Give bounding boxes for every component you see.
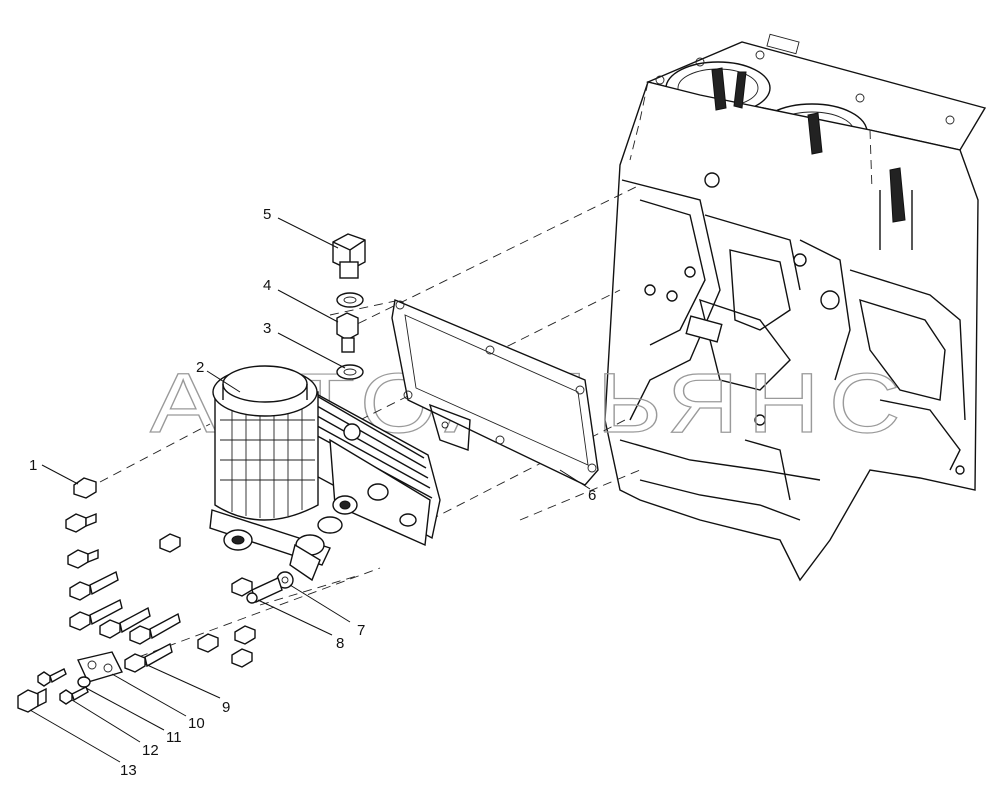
banjo-fittings xyxy=(246,571,294,604)
callout-labels: 1 2 3 4 5 6 7 8 9 10 11 12 13 xyxy=(29,206,596,779)
assembly-guide-lines xyxy=(99,184,641,663)
callout-10: 10 xyxy=(188,715,205,732)
oil-filter-housing xyxy=(209,365,441,582)
callout-6: 6 xyxy=(588,487,596,504)
callout-5: 5 xyxy=(263,206,271,223)
callout-7: 7 xyxy=(357,622,365,639)
callout-13: 13 xyxy=(120,762,137,779)
callout-12: 12 xyxy=(142,742,159,759)
callout-4: 4 xyxy=(263,277,271,294)
callout-8: 8 xyxy=(336,635,344,652)
callout-2: 2 xyxy=(196,359,204,376)
callout-1: 1 xyxy=(29,457,37,474)
callout-11: 11 xyxy=(166,729,182,746)
callout-3: 3 xyxy=(263,320,271,337)
bolt-set xyxy=(17,477,256,713)
engine-block xyxy=(604,33,987,582)
gasket xyxy=(391,299,599,486)
callout-9: 9 xyxy=(222,699,230,716)
leader-lines xyxy=(29,217,591,763)
drain-plug-stack xyxy=(332,233,366,380)
